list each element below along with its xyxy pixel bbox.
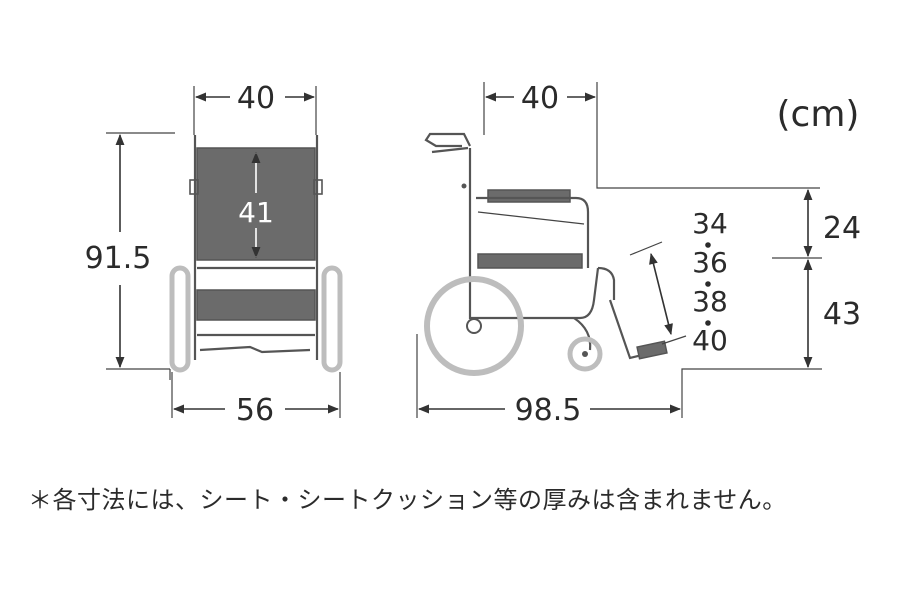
- side-foot-ext-top: [629, 241, 663, 256]
- side-seat: [477, 253, 583, 269]
- side-back-height-label: 24: [823, 211, 861, 246]
- footrest-level-34: 34: [692, 207, 728, 240]
- front-view: 40 91.5 41 56: [85, 81, 343, 428]
- side-handle-brace: [431, 146, 469, 154]
- side-front-frame: [597, 266, 616, 300]
- footrest-level-38: 38: [692, 285, 728, 318]
- front-bracket-right: [313, 179, 323, 195]
- front-wheel-right: [321, 265, 343, 373]
- side-foot-dimension-arrow: [649, 252, 673, 336]
- front-backrest-label: 41: [238, 196, 274, 229]
- side-push-handle: [424, 132, 471, 148]
- side-rear-hub: [466, 318, 482, 334]
- front-height-label: 91.5: [85, 241, 152, 276]
- footrest-level-dot: [705, 320, 711, 326]
- side-top-ext-right: [596, 82, 820, 189]
- side-floor-ext-line: [681, 368, 822, 384]
- footrest-level-40: 40: [692, 324, 728, 357]
- side-caster-fork: [573, 317, 592, 351]
- footrest-level-dot: [705, 242, 711, 248]
- side-armrest-frame: [476, 196, 590, 268]
- front-wheel-left: [169, 265, 191, 373]
- side-total-length-label: 98.5: [515, 393, 582, 428]
- unit-label: (cm): [777, 94, 860, 135]
- front-width-bottom-label: 56: [236, 393, 274, 428]
- front-bracket-left: [189, 179, 199, 195]
- side-lower-frame: [468, 267, 600, 320]
- side-caster-wheel: [567, 336, 603, 372]
- front-width-top-label: 40: [237, 81, 275, 116]
- side-foot-ext-bottom: [661, 335, 687, 345]
- side-footplate: [636, 340, 668, 360]
- side-seat-height-label: 43: [823, 297, 861, 332]
- side-rear-wheel: [424, 276, 524, 376]
- side-view: 40 (cm) 34 36 38 4: [416, 81, 861, 428]
- footrest-level-36: 36: [692, 246, 728, 279]
- footnote: ＊各寸法には、シート・シートクッション等の厚みは含まれません。: [28, 486, 787, 514]
- side-armrest-pad: [487, 189, 571, 203]
- side-seat-depth-label: 40: [521, 81, 559, 116]
- side-skirt-line: [477, 211, 585, 225]
- front-footplates: [199, 345, 311, 354]
- side-pivot: [461, 183, 467, 189]
- footrest-level-dot: [705, 281, 711, 287]
- front-seat: [196, 289, 316, 321]
- side-caster-hub: [582, 351, 588, 357]
